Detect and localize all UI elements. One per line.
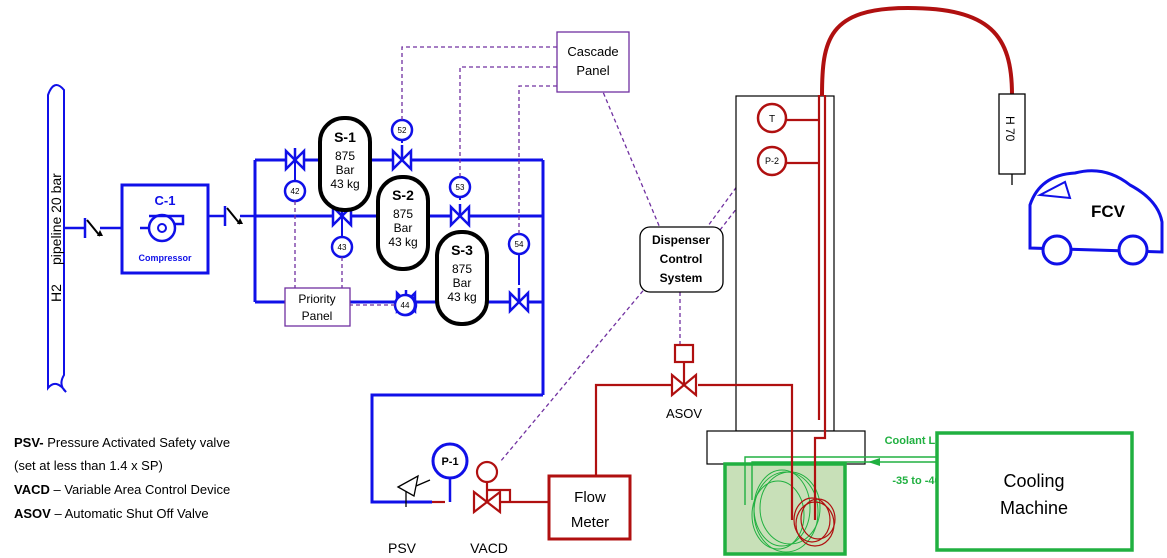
temperature-sensor-label: T <box>769 114 775 125</box>
dcs-line3: System <box>660 271 703 285</box>
dcs-line2: Control <box>660 252 703 266</box>
storage-s3: S-3 875 Bar 43 kg <box>435 230 489 326</box>
pressure-sensor-p2: P-2 <box>756 145 788 177</box>
flow-meter-line1: Flow <box>574 489 606 506</box>
check-valve-inlet <box>64 218 122 238</box>
cascade-panel: Cascade Panel <box>556 31 630 93</box>
storage-s1-unit: Bar <box>336 163 355 177</box>
legend-abbr-vacd: VACD <box>14 482 50 497</box>
gauge-44-circle: 44 <box>393 293 417 317</box>
priority-panel: Priority Panel <box>284 287 351 327</box>
storage-s1-id: S-1 <box>334 129 356 145</box>
dispenser-housing <box>706 95 866 465</box>
compressor-c1: C-1 Compressor <box>120 183 210 275</box>
cooling-machine: Cooling Machine <box>935 431 1134 552</box>
legend-line-3: VACD – Variable Area Control Device <box>14 482 230 497</box>
valve-mid-right <box>449 203 471 229</box>
gauge-43-label: 43 <box>338 243 347 252</box>
compressor-label: Compressor <box>138 253 192 263</box>
fcv-label: FCV <box>1091 202 1126 221</box>
cooling-machine-line2: Machine <box>1000 498 1068 518</box>
dispenser-control-system: Dispenser Control System <box>639 226 724 293</box>
h70-nozzle: H 70 <box>998 93 1026 185</box>
valve-top-right <box>391 145 413 173</box>
flow-meter: Flow Meter <box>547 474 632 541</box>
gauge-54-label: 54 <box>515 240 524 249</box>
legend-line-2: (set at less than 1.4 x SP) <box>14 458 163 473</box>
dcs-line1: Dispenser <box>652 233 710 247</box>
legend-desc-vacd: – Variable Area Control Device <box>50 482 230 497</box>
red-process-lines <box>432 95 827 520</box>
pressure-sensor-p2-label: P-2 <box>765 156 779 166</box>
heat-exchanger <box>723 462 847 556</box>
fcv-vehicle <box>1028 169 1164 266</box>
legend-line-1: PSV- Pressure Activated Safety valve <box>14 435 230 450</box>
priority-panel-line2: Panel <box>302 309 333 323</box>
storage-s2-pressure: 875 <box>393 207 413 221</box>
asov-label: ASOV <box>666 406 702 421</box>
storage-s2: S-2 875 Bar 43 kg <box>376 175 430 271</box>
gauge-43: 43 <box>330 235 354 259</box>
storage-s3-id: S-3 <box>451 242 473 258</box>
storage-s1-pressure: 875 <box>335 149 355 163</box>
storage-s2-id: S-2 <box>392 187 414 203</box>
flow-meter-line2: Meter <box>571 514 609 531</box>
asov-valve <box>670 343 698 398</box>
priority-panel-line1: Priority <box>298 292 335 306</box>
legend-desc-psv-note: (set at less than 1.4 x SP) <box>14 458 163 473</box>
gauge-44-label: 44 <box>401 301 410 310</box>
gauge-53: 53 <box>448 175 472 199</box>
legend-desc-asov: – Automatic Shut Off Valve <box>51 506 209 521</box>
compressor-id: C-1 <box>155 193 176 208</box>
valve-bottom-right <box>508 288 530 315</box>
psv-label: PSV <box>388 540 417 556</box>
vacd-label: VACD <box>470 540 508 556</box>
pressure-gauge-p1: P-1 <box>431 442 469 502</box>
cascade-panel-line1: Cascade <box>567 44 618 59</box>
gauge-54: 54 <box>507 232 531 256</box>
gauge-53-label: 53 <box>456 183 465 192</box>
legend-abbr-asov: ASOV <box>14 506 51 521</box>
psv-valve <box>396 474 431 507</box>
pressure-gauge-p1-label: P-1 <box>441 456 458 468</box>
h2-pipeline: H2 pipeline 20 bar <box>47 84 67 393</box>
cascade-panel-line2: Panel <box>576 63 609 78</box>
gauge-42: 42 <box>283 179 307 203</box>
pipeline-label-pressure: pipeline 20 bar <box>48 173 64 265</box>
pipeline-label-h2: H2 <box>48 284 64 302</box>
legend-abbr-psv: PSV- <box>14 435 44 450</box>
dispenser-hose <box>820 5 1014 97</box>
legend: PSV- Pressure Activated Safety valve (se… <box>14 435 230 521</box>
legend-desc-psv: Pressure Activated Safety valve <box>44 435 230 450</box>
legend-line-4: ASOV – Automatic Shut Off Valve <box>14 506 209 521</box>
coolant-lines <box>744 456 937 505</box>
storage-s1: S-1 875 Bar 43 kg <box>318 116 372 212</box>
storage-s2-unit: Bar <box>394 221 413 235</box>
storage-s2-mass: 43 kg <box>388 235 417 249</box>
storage-s3-pressure: 875 <box>452 262 472 276</box>
check-valve-outlet <box>208 206 255 226</box>
storage-s1-mass: 43 kg <box>330 177 359 191</box>
h70-nozzle-label: H 70 <box>1003 116 1017 142</box>
cooling-machine-line1: Cooling <box>1003 471 1064 491</box>
vacd-valve <box>472 460 512 515</box>
gauge-52-label: 52 <box>398 126 407 135</box>
temperature-sensor: T <box>756 102 788 134</box>
storage-s3-mass: 43 kg <box>447 290 476 304</box>
gauge-52: 52 <box>390 118 414 142</box>
storage-s3-unit: Bar <box>453 276 472 290</box>
gauge-42-label: 42 <box>291 187 300 196</box>
